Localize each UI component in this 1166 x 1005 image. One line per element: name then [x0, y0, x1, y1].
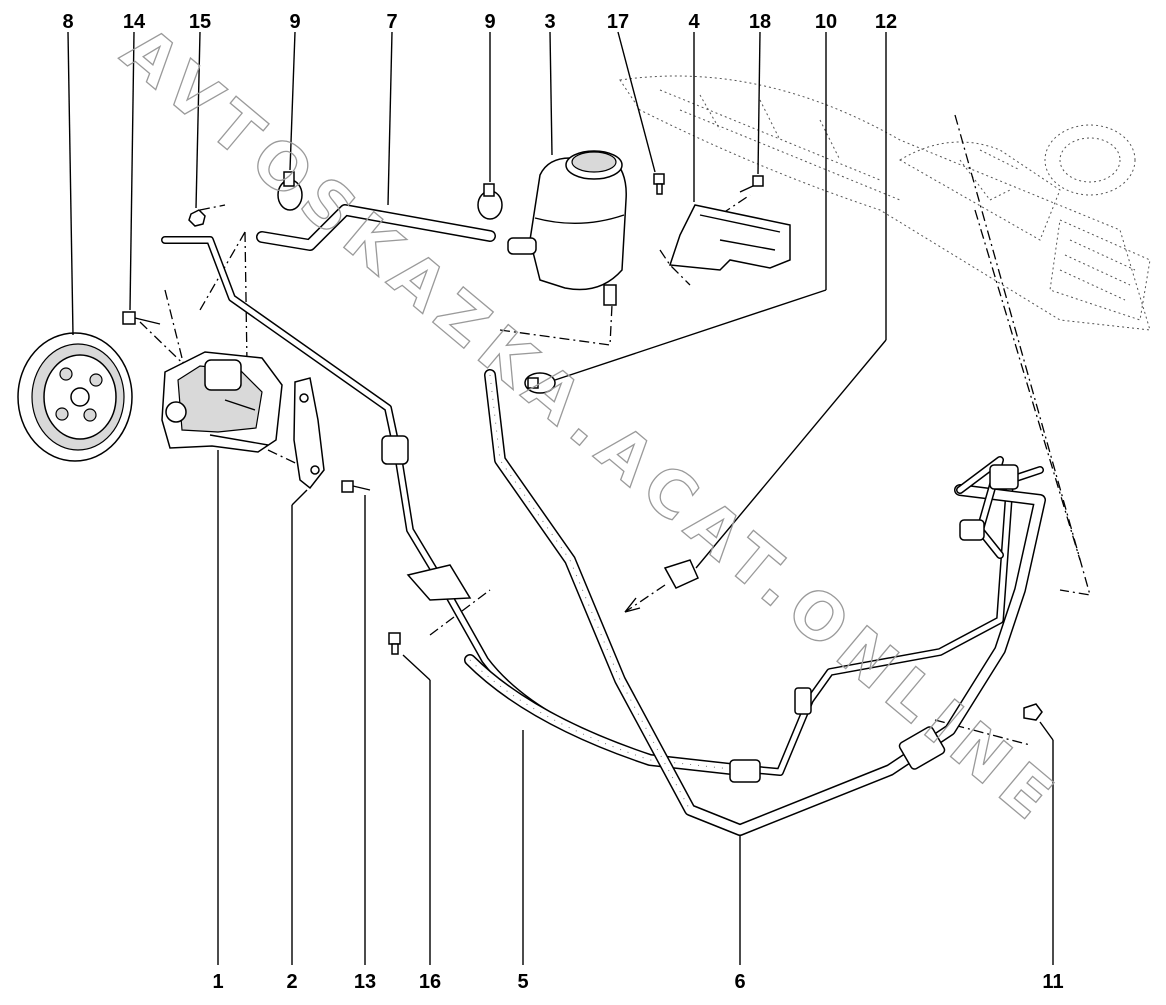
bolt-part-14 — [122, 311, 161, 325]
callout-7: 7 — [386, 11, 397, 33]
callout-8: 8 — [62, 11, 73, 33]
callout-16: 16 — [419, 971, 441, 993]
callout-4: 4 — [688, 11, 700, 33]
clamp-part-9-right — [477, 183, 503, 220]
callout-14: 14 — [123, 11, 146, 33]
bolt-part-13 — [341, 480, 371, 493]
bracket-part-2 — [293, 377, 325, 490]
callout-12: 12 — [875, 11, 897, 33]
return-hose-part-7 — [256, 204, 496, 251]
callout-15: 15 — [189, 11, 211, 33]
clamp-part-12 — [624, 559, 699, 613]
hose-connectors-right — [729, 464, 1019, 783]
callout-9-right: 9 — [484, 11, 495, 33]
pulley-part-8 — [17, 332, 133, 462]
callout-labels-top: 8 14 15 9 7 9 3 17 4 18 10 12 — [62, 11, 897, 33]
clamp-part-10 — [524, 372, 556, 394]
clamp-part-9-left — [277, 171, 303, 211]
reservoir-part-3 — [507, 150, 627, 306]
bolt-part-11 — [1023, 703, 1043, 721]
nut-part-15 — [188, 209, 206, 227]
reservoir-bracket-part-4 — [668, 204, 791, 271]
callout-5: 5 — [517, 971, 528, 993]
bolt-part-18 — [739, 175, 764, 193]
callout-9-left: 9 — [289, 11, 300, 33]
steering-rack-ghost — [619, 75, 1151, 331]
callout-3: 3 — [544, 11, 555, 33]
callout-18: 18 — [749, 11, 771, 33]
callout-6: 6 — [734, 971, 745, 993]
bolt-part-16 — [388, 632, 401, 655]
bolt-part-17 — [653, 173, 665, 195]
callout-17: 17 — [607, 11, 629, 33]
callout-13: 13 — [354, 971, 376, 993]
return-hose-part-6 — [484, 369, 1046, 836]
pump-part-1 — [161, 351, 283, 453]
callout-1: 1 — [212, 971, 223, 993]
callout-labels-bottom: 1 2 13 16 5 6 11 — [212, 971, 1063, 993]
callout-11: 11 — [1042, 971, 1063, 993]
callout-2: 2 — [286, 971, 297, 993]
callout-10: 10 — [815, 11, 837, 33]
leader-lines — [67, 31, 1054, 965]
